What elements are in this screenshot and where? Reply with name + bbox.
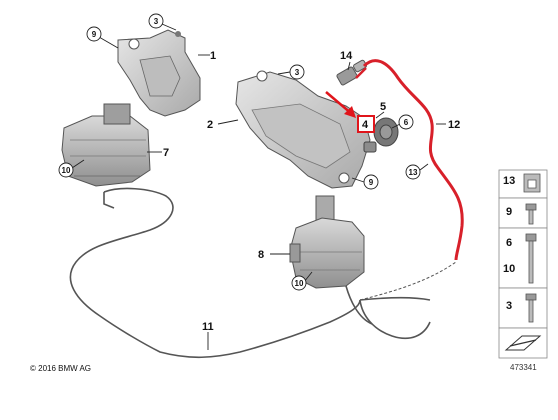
long-bolt-icon bbox=[525, 233, 537, 284]
callout-14: 14 bbox=[340, 50, 353, 62]
callout-5: 5 bbox=[380, 101, 386, 113]
side-label-10: 10 bbox=[503, 263, 515, 275]
valve-part-6 bbox=[363, 117, 399, 153]
callout-10-center: 10 bbox=[295, 279, 304, 288]
callout-3-center: 3 bbox=[295, 68, 300, 77]
callout-1: 1 bbox=[210, 50, 216, 62]
callout-9-center: 9 bbox=[369, 178, 374, 187]
callout-6: 6 bbox=[404, 118, 409, 127]
bracket-part-2 bbox=[235, 70, 371, 189]
short-bolt-icon bbox=[525, 203, 537, 225]
callout-8: 8 bbox=[258, 249, 264, 261]
medium-bolt-icon bbox=[525, 293, 537, 323]
side-label-3: 3 bbox=[506, 300, 512, 312]
reference-arrow-icon bbox=[504, 335, 542, 351]
callout-3-top: 3 bbox=[154, 17, 159, 26]
copyright-text: © 2016 BMW AG bbox=[30, 364, 91, 373]
callout-7: 7 bbox=[163, 147, 169, 159]
vacuum-line-part-12 bbox=[362, 59, 464, 261]
callout-11: 11 bbox=[202, 321, 214, 333]
side-label-9: 9 bbox=[506, 206, 512, 218]
clip-nut-icon bbox=[523, 173, 541, 193]
engine-mount-part-7 bbox=[61, 103, 151, 187]
engine-bracket-part-1 bbox=[117, 29, 201, 117]
side-label-6: 6 bbox=[506, 237, 512, 249]
callout-9-left: 9 bbox=[92, 30, 97, 39]
callout-12: 12 bbox=[448, 119, 460, 131]
callout-10-left: 10 bbox=[62, 166, 71, 175]
callout-2: 2 bbox=[207, 119, 213, 131]
highlight-box bbox=[357, 115, 375, 133]
highlight-arrow bbox=[325, 91, 353, 115]
callout-4: 4 bbox=[362, 119, 369, 131]
engine-mount-part-8 bbox=[289, 195, 365, 289]
wiring-harness-part-11 bbox=[69, 187, 431, 359]
callout-13: 13 bbox=[409, 168, 418, 177]
fastener-side-panel: 13 9 6 10 3 bbox=[498, 169, 548, 359]
diagram-ref-number: 473341 bbox=[510, 363, 537, 372]
side-label-13: 13 bbox=[503, 175, 515, 187]
sensor-part-14 bbox=[336, 59, 367, 86]
